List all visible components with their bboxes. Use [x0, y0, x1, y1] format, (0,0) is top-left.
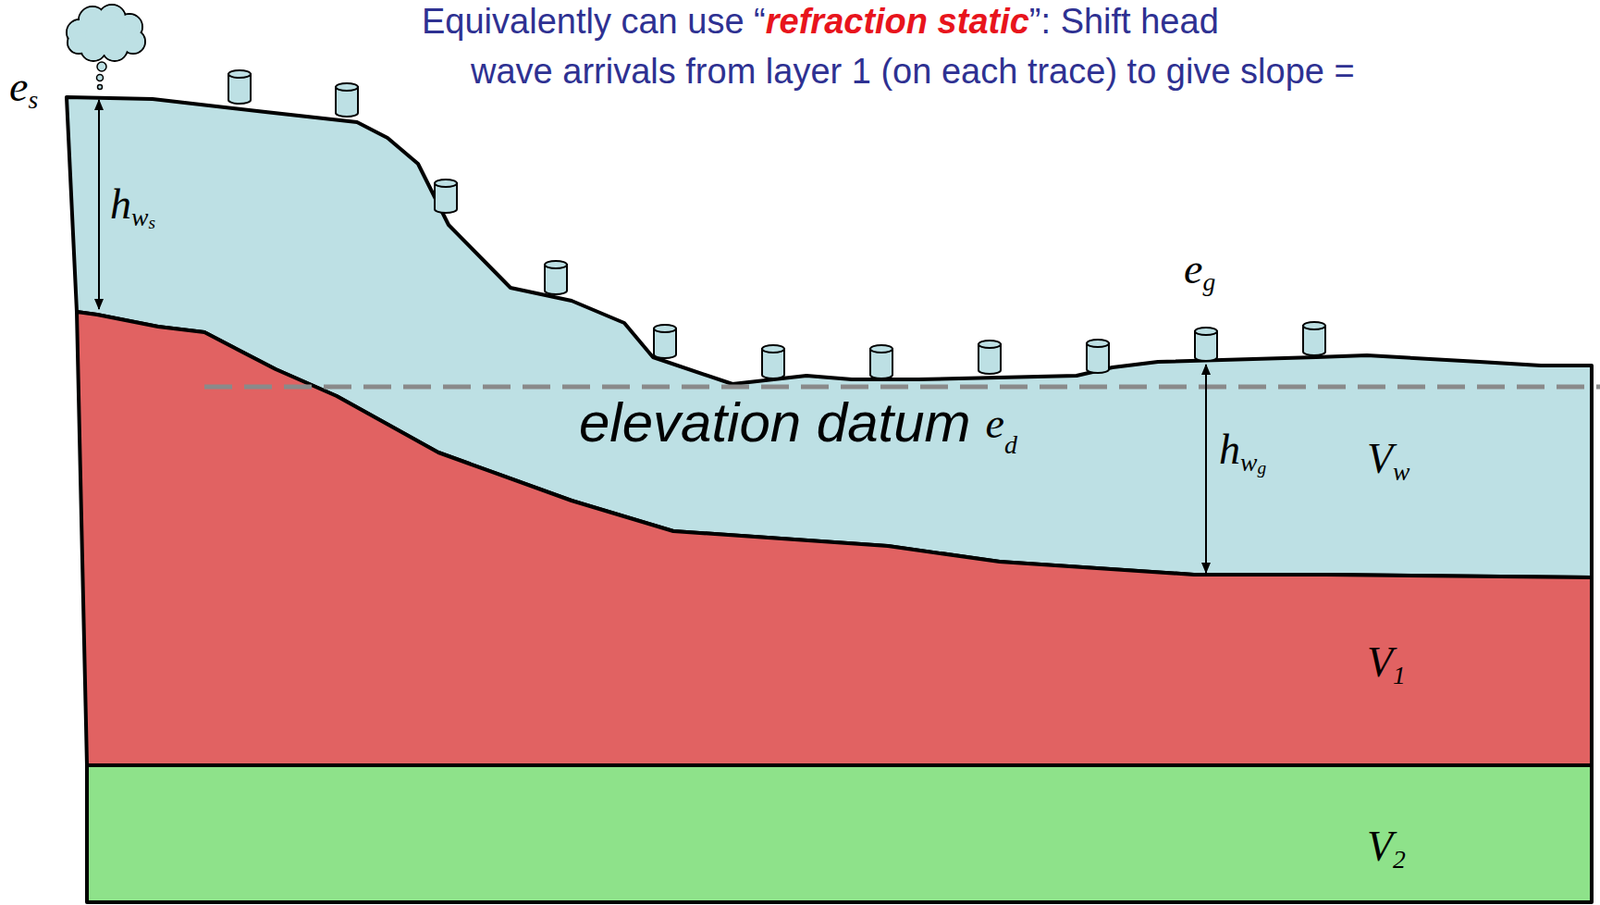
- layer-2-shape: [86, 764, 1592, 902]
- label-text: e: [1183, 245, 1203, 293]
- layer-1: V1: [76, 311, 1592, 765]
- velocity-subscript: 2: [1392, 844, 1406, 874]
- label-text: ”: Shift head: [1029, 1, 1219, 41]
- thickness-arrow: [1205, 364, 1207, 573]
- elevation-datum-line: [204, 384, 1600, 390]
- label-text: e: [9, 62, 28, 111]
- label-text: w: [131, 202, 148, 232]
- source-cloud: [66, 4, 146, 90]
- label-text: refraction static: [765, 1, 1030, 41]
- velocity-label: V2: [1366, 824, 1406, 868]
- label-text: h: [110, 180, 132, 228]
- velocity-label: Vw: [1366, 437, 1411, 480]
- layer-1-shape: [76, 311, 1592, 765]
- velocity-label: V1: [1366, 640, 1406, 684]
- label-text: g: [1256, 457, 1267, 478]
- heading-line: wave arrivals from layer 1 (on each trac…: [470, 53, 1355, 89]
- source-water-depth: hws: [110, 183, 156, 226]
- velocity-subscript: 1: [1392, 660, 1406, 690]
- receiver-elevation: eg: [1183, 247, 1216, 291]
- label-text: Equivalently can use “: [421, 1, 766, 41]
- thickness-arrow: [98, 99, 100, 309]
- label-text: s: [27, 85, 38, 114]
- label-text: d: [1004, 430, 1018, 459]
- heading-line: Equivalently can use “refraction static”…: [421, 3, 1219, 39]
- label-text: g: [1202, 267, 1216, 296]
- label-text: elevation datum: [578, 391, 972, 454]
- receiver-water-depth: hwg: [1218, 428, 1267, 471]
- velocity-subscript: w: [1392, 456, 1410, 486]
- source-elevation: es: [9, 65, 38, 109]
- velocity-symbol: V: [1366, 638, 1393, 686]
- velocity-symbol: V: [1366, 822, 1393, 870]
- receivers: [228, 70, 1326, 379]
- datum-label: elevation datumed: [578, 394, 1018, 451]
- label-text: wave arrivals from layer 1 (on each trac…: [470, 51, 1355, 91]
- label-text: e: [985, 399, 1005, 447]
- velocity-symbol: V: [1366, 434, 1393, 482]
- label-text: w: [1240, 447, 1257, 477]
- layer-2: V2: [86, 764, 1592, 902]
- label-text: h: [1218, 425, 1241, 473]
- layer-2-outline: [86, 764, 1592, 902]
- label-text: s: [147, 212, 156, 233]
- layer-1-outline: [76, 311, 1592, 765]
